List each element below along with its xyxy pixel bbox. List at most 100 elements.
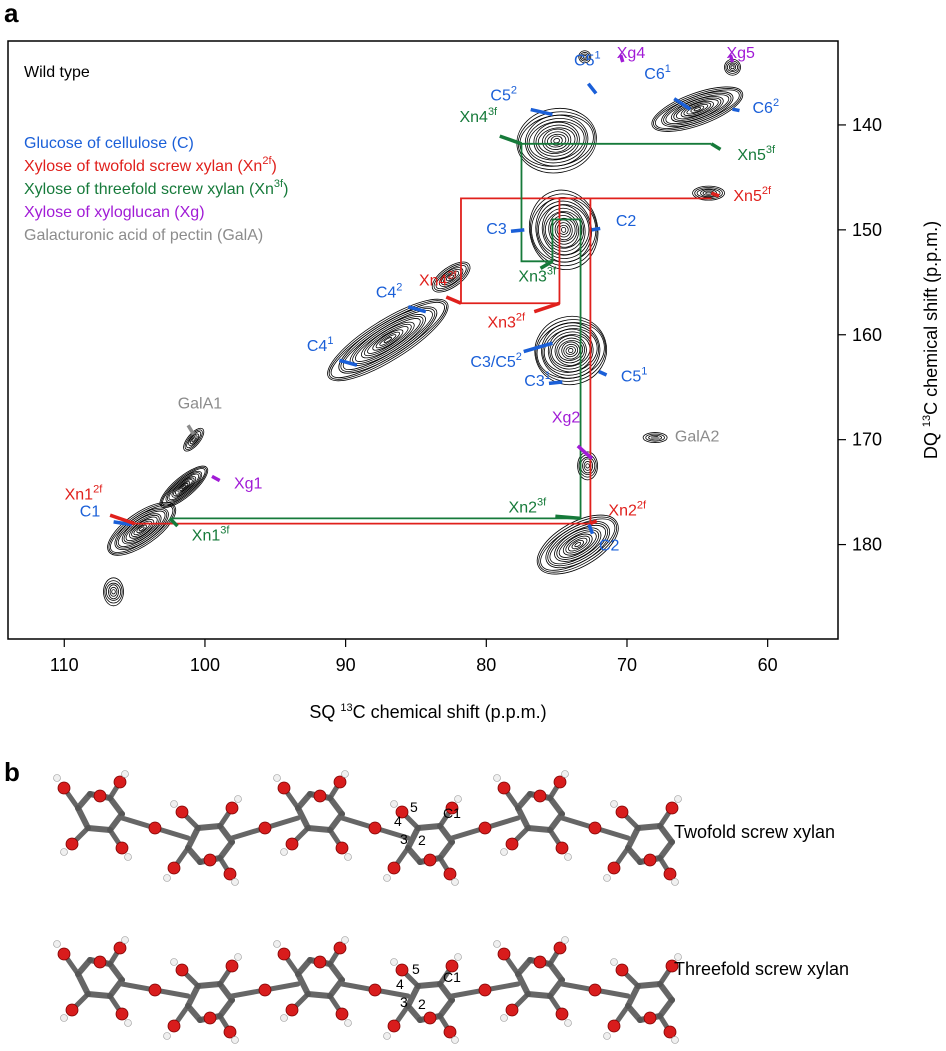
legend-entry-4: Galacturonic acid of pectin (GalA)	[24, 227, 263, 244]
peak-tick-4	[338, 358, 358, 367]
x-axis: 110 100 90 80 70 60	[50, 639, 778, 675]
atom-5-2f: 5	[410, 799, 418, 815]
xylose-ring-0	[53, 770, 132, 861]
peak-tick-8	[598, 369, 608, 377]
peak-label-13: Xn12f	[65, 484, 104, 504]
x-tick-label-1: 100	[190, 655, 220, 675]
threefold-label: Threefold screw xylan	[674, 959, 849, 979]
contour-c6	[651, 86, 744, 132]
plot-frame	[7, 40, 839, 640]
peak-label-28: GalA2	[675, 429, 720, 446]
peak-tick-9	[586, 82, 598, 95]
y-tick-label-0: 140	[852, 115, 882, 135]
peak-label-23: Xg1	[234, 475, 263, 492]
peak-label-0: C1	[80, 504, 101, 521]
xylose-ring-1	[163, 953, 242, 1044]
x-tick-label-4: 70	[617, 655, 637, 675]
peak-tick-19	[555, 514, 581, 521]
contour-c5-upper	[516, 107, 597, 174]
atom-2-2f: 2	[418, 832, 426, 848]
peak-label-26: Xg5	[726, 45, 755, 62]
x-tick-label-5: 60	[758, 655, 778, 675]
peak-label-25: Xg4	[617, 45, 646, 62]
atom-4-2f: 4	[394, 813, 402, 829]
peak-tick-2	[591, 226, 601, 232]
y-tick-label-4: 180	[852, 535, 882, 555]
xylose-ring-3	[383, 795, 462, 886]
peak-label-10: C52	[490, 84, 517, 104]
peak-label-17: Xn52f	[733, 185, 772, 205]
atom-3-2f: 3	[400, 831, 408, 847]
peak-label-2: C2	[616, 213, 637, 230]
twofold-xylan-structure	[53, 770, 682, 886]
twofold-label: Twofold screw xylan	[674, 822, 835, 842]
peak-label-15: Xn32f	[487, 311, 526, 331]
peak-tick-0	[113, 520, 133, 527]
threefold-xylan-structure	[53, 936, 682, 1044]
atom-4-3f: 4	[396, 976, 404, 992]
peak-tick-22	[710, 142, 722, 151]
peak-label-5: C42	[376, 282, 403, 302]
y-tick-label-3: 170	[852, 430, 882, 450]
peak-label-6: C3/C52	[470, 351, 521, 371]
contour-c1	[107, 502, 177, 556]
peak-label-24: Xg2	[552, 410, 581, 427]
contour-c1-tail	[103, 577, 124, 607]
peak-label-21: Xn43f	[459, 106, 498, 126]
y-axis-label: DQ 13C chemical shift (p.p.m.)	[921, 221, 941, 459]
panel-a-letter: a	[4, 0, 19, 28]
peak-label-3: C3	[486, 221, 507, 238]
x-tick-label-2: 90	[336, 655, 356, 675]
peak-tick-28	[650, 435, 660, 441]
peak-label-20: Xn33f	[518, 265, 557, 285]
connectivity-twofold	[134, 197, 712, 525]
xylose-ring-4	[493, 770, 572, 861]
peak-label-1: C2	[599, 538, 620, 555]
connectivity-lines	[134, 142, 712, 525]
contour-c2-lower	[536, 514, 619, 575]
peak-label-27: GalA1	[178, 395, 223, 412]
sample-label: Wild type	[24, 64, 90, 81]
peak-label-12: C62	[752, 97, 779, 117]
peak-tick-18	[168, 517, 179, 528]
peak-tick-17	[710, 191, 720, 198]
peak-tick-12	[732, 107, 740, 113]
panel-b-letter: b	[4, 757, 20, 787]
xylose-ring-1	[163, 795, 242, 886]
xylose-ring-0	[53, 936, 132, 1027]
y-tick-label-1: 150	[852, 220, 882, 240]
legend-entry-2: Xylose of threefold screw xylan (Xn3f)	[24, 178, 288, 198]
contour-xg1	[159, 465, 209, 509]
xylose-ring-5	[603, 953, 682, 1044]
peak-label-4: C41	[307, 335, 334, 355]
peak-tick-6	[523, 341, 553, 354]
contour-spectrum	[103, 50, 744, 607]
atom-c1-3f: C1	[443, 969, 461, 985]
atom-c1-2f: C1	[443, 805, 461, 821]
x-tick-label-0: 110	[50, 655, 79, 675]
xylose-ring-4	[493, 936, 572, 1027]
xylose-ring-3	[383, 953, 462, 1044]
peak-tick-20	[539, 259, 554, 270]
x-tick-label-3: 80	[476, 655, 496, 675]
peak-tick-3	[510, 228, 525, 233]
atom-3-3f: 3	[400, 994, 408, 1010]
peak-tick-13	[109, 513, 136, 526]
peak-tick-15	[533, 301, 561, 314]
peak-label-19: Xn23f	[509, 496, 548, 516]
peak-label-8: C51	[621, 365, 648, 385]
peak-tick-21	[499, 134, 523, 146]
contour-xn4	[431, 261, 471, 293]
legend-entry-1: Xylose of twofold screw xylan (Xn2f)	[24, 155, 277, 175]
peak-label-22: Xn53f	[737, 144, 776, 164]
legend: Glucose of cellulose (C)Xylose of twofol…	[24, 135, 288, 244]
atom-2-3f: 2	[418, 996, 426, 1012]
peak-tick-26	[728, 54, 735, 63]
peak-tick-10	[530, 107, 553, 117]
atom-labels-threefold: C1 2 3 4 5	[396, 961, 461, 1012]
x-axis-label: SQ 13C chemical shift (p.p.m.)	[309, 702, 546, 722]
peak-label-11: C61	[644, 63, 671, 83]
atom-5-3f: 5	[412, 961, 420, 977]
